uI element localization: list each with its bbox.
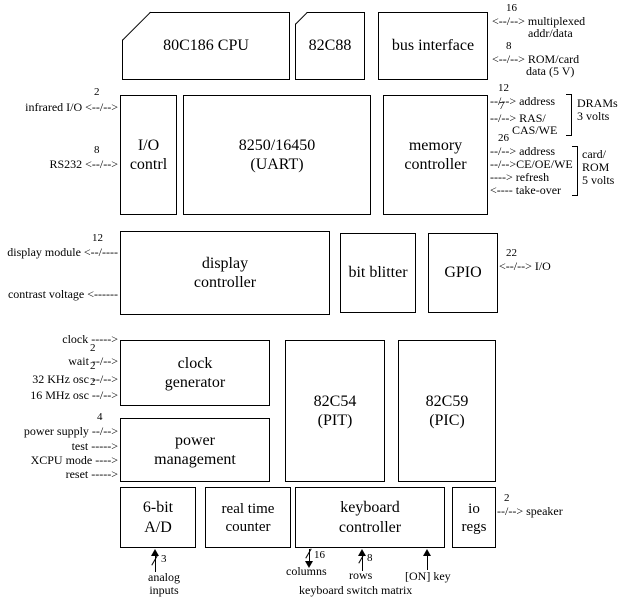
buswidth-wait: 2 xyxy=(90,342,96,354)
box-clock-generator-label: clock generator xyxy=(164,354,226,391)
box-io-control: I/O contrl xyxy=(120,95,177,215)
box-uart: 8250/16450 (UART) xyxy=(183,95,371,215)
buswidth-ras: 7 xyxy=(499,100,505,112)
annotation-take-over: <---- take-over xyxy=(490,183,562,197)
annotation-xcpu-mode: XCPU mode ----> xyxy=(30,453,118,467)
columns-arrow-icon xyxy=(305,561,313,568)
buswidth-display: 12 xyxy=(92,232,103,244)
buswidth-rows: 8 xyxy=(367,552,373,564)
annotation-card-address: --/--> address xyxy=(490,144,556,158)
dram-bracket xyxy=(566,94,572,136)
annotation-columns: columns xyxy=(286,564,327,578)
box-pic: 82C59 (PIC) xyxy=(398,340,496,482)
annotation-reset: reset -----> xyxy=(65,467,118,481)
box-keyboard-controller-label: keyboard controller xyxy=(338,499,402,536)
annotation-osc32: 32 KHz osc --/--> xyxy=(32,372,118,386)
box-uart-label: 8250/16450 (UART) xyxy=(238,136,316,173)
annotation-speaker: --/--> speaker xyxy=(497,504,563,518)
buswidth-addr-data: 16 xyxy=(506,2,517,14)
on-key-arrow-line xyxy=(427,555,428,570)
buswidth-rs232: 8 xyxy=(94,144,100,156)
box-rtc-label: real time counter xyxy=(221,500,275,535)
box-memory-controller-label: memory controller xyxy=(404,136,467,173)
box-memory-controller: memory controller xyxy=(383,95,488,215)
buswidth-power-supply: 4 xyxy=(97,411,103,423)
box-power-management-label: power management xyxy=(154,431,236,468)
annotation-rom-card: <--/--> ROM/card xyxy=(492,52,580,66)
annotation-card-rom-label: card/ ROM 5 volts xyxy=(582,147,615,188)
box-bit-blitter-label: bit blitter xyxy=(348,264,408,282)
buswidth-card-address: 26 xyxy=(498,132,509,144)
annotation-addr-data: addr/data xyxy=(528,26,573,40)
box-adc: 6-bit A/D xyxy=(120,487,196,548)
buswidth-analog: 3 xyxy=(161,553,167,565)
annotation-ras: --/--> RAS/ xyxy=(490,111,546,125)
box-display-controller-label: display controller xyxy=(193,254,257,291)
box-adc-label: 6-bit A/D xyxy=(142,499,174,536)
rows-arrow-icon xyxy=(358,549,366,556)
buswidth-osc32: 2 xyxy=(90,360,96,372)
box-io-control-label: I/O contrl xyxy=(129,136,168,173)
on-key-arrow-icon xyxy=(423,549,431,556)
analog-arrow-icon xyxy=(151,549,159,556)
columns-arrow-line xyxy=(309,549,310,563)
box-82c88: 82C88 xyxy=(295,12,365,80)
box-bit-blitter: bit blitter xyxy=(340,233,416,313)
annotation-rows: rows xyxy=(349,568,373,582)
annotation-dram-label: DRAMs 3 volts xyxy=(577,96,618,124)
annotation-ce-oe-we: --/-->CE/OE/WE xyxy=(490,157,573,171)
buswidth-rom-card: 8 xyxy=(506,40,512,52)
box-clock-generator: clock generator xyxy=(120,340,270,406)
box-io-regs-label: io regs xyxy=(461,500,487,535)
annotation-analog-inputs: analog inputs xyxy=(148,570,180,598)
annotation-display-module: display module <--/---- xyxy=(7,245,118,259)
box-pic-label: 82C59 (PIC) xyxy=(425,392,469,429)
buswidth-osc16: 2 xyxy=(90,376,96,388)
box-bus-interface-label: bus interface xyxy=(391,37,475,55)
annotation-gpio-io: <--/--> I/O xyxy=(499,259,551,273)
rows-arrow-line xyxy=(362,555,363,571)
annotation-multiplexed: <--/--> multiplexed xyxy=(492,14,586,28)
annotation-infrared: infrared I/O <--/--> xyxy=(25,100,118,114)
box-cpu-label: 80C186 CPU xyxy=(163,37,249,55)
annotation-refresh: ----> refresh xyxy=(490,170,550,184)
box-82c88-label: 82C88 xyxy=(308,37,352,55)
annotation-osc16: 16 MHz osc --/--> xyxy=(30,388,118,402)
card-rom-bracket xyxy=(572,146,578,196)
box-bus-interface: bus interface xyxy=(378,12,488,80)
buswidth-infrared: 2 xyxy=(94,86,100,98)
buswidth-columns: 16 xyxy=(314,549,325,561)
annotation-cas-we: CAS/WE xyxy=(512,123,558,137)
box-rtc: real time counter xyxy=(205,487,291,548)
box-pit: 82C54 (PIT) xyxy=(285,340,385,482)
buswidth-speaker: 2 xyxy=(504,492,510,504)
box-pit-label: 82C54 (PIT) xyxy=(313,392,357,429)
box-power-management: power management xyxy=(120,418,270,482)
annotation-contrast-voltage: contrast voltage <------ xyxy=(7,287,118,301)
analog-arrow-line xyxy=(155,555,156,572)
box-io-regs: io regs xyxy=(452,487,496,548)
annotation-wait: wait --/--> xyxy=(68,354,118,368)
annotation-dram-address: --/--> address xyxy=(490,94,556,108)
box-display-controller: display controller xyxy=(120,231,330,315)
box-gpio-label: GPIO xyxy=(444,264,482,282)
annotation-rs232: RS232 <--/--> xyxy=(49,157,118,171)
buswidth-dram-address: 12 xyxy=(498,82,509,94)
annotation-power-supply: power supply --/--> xyxy=(23,424,118,438)
annotation-rom-card-voltage: data (5 V) xyxy=(526,64,575,78)
annotation-clock: clock -----> xyxy=(62,332,118,346)
box-gpio: GPIO xyxy=(428,233,498,313)
box-keyboard-controller: keyboard controller xyxy=(295,487,445,548)
annotation-keyboard-switch-matrix: keyboard switch matrix xyxy=(299,583,413,597)
buswidth-gpio: 22 xyxy=(506,247,517,259)
box-cpu: 80C186 CPU xyxy=(122,12,290,80)
annotation-test: test -----> xyxy=(71,439,118,453)
annotation-on-key: [ON] key xyxy=(405,569,451,583)
